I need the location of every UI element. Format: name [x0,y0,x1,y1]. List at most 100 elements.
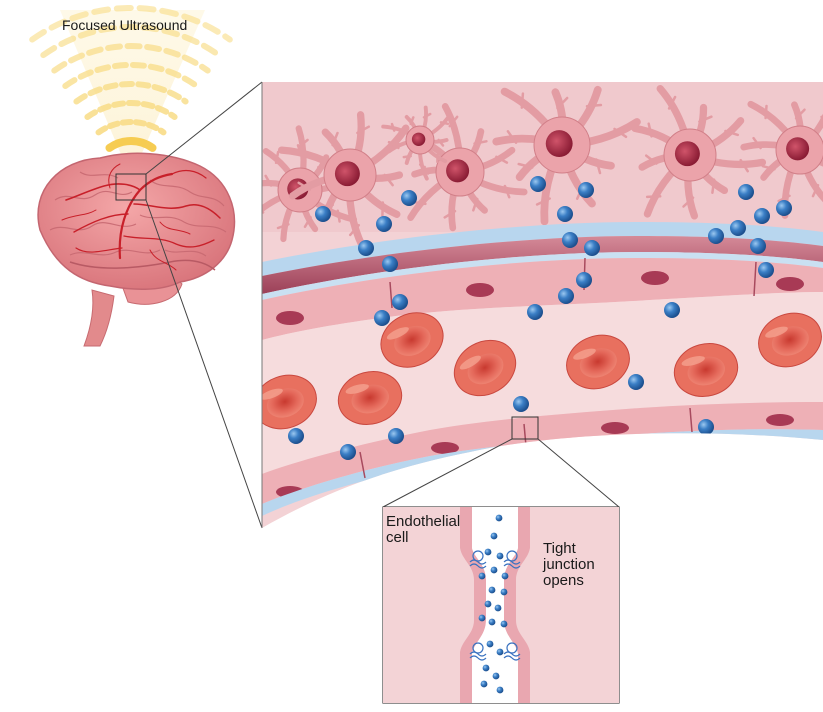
microbubble-icon [646,442,662,458]
microbubble-icon [376,216,392,232]
endothelial-nucleus [466,283,494,297]
microbubble-icon [496,686,504,694]
astrocyte-icon [492,85,641,226]
microbubble-icon [628,374,644,390]
red-blood-cell-icon [380,312,444,368]
microbubble-icon [536,466,552,482]
microbubble-icon [401,190,417,206]
red-blood-cell-icon [758,312,822,368]
microbubble-icon [486,640,494,648]
microbubble-icon [500,588,508,596]
microbubble-icon [664,302,680,318]
microbubble-icon [698,419,714,435]
astrocyte-icon [740,99,823,219]
microbubble-icon [697,458,713,474]
endothelial-nucleus [641,271,669,285]
junction-focus-box [511,416,539,440]
ultrasound-wave [84,100,178,120]
microbubble-icon [562,232,578,248]
microbubble-icon [374,310,390,326]
microbubble-icon [480,680,488,688]
microbubble-icon [494,604,502,612]
microbubble-icon [530,176,546,192]
tight-junction-protein-icon [469,642,487,661]
microbubble-icon [584,240,600,256]
microbubble-icon [358,240,374,256]
tight-junction-inset [382,506,620,704]
red-blood-cell-icon [337,371,403,425]
microbubble-icon [501,572,509,580]
microbubble-icon [708,228,724,244]
microbubble-icon [478,614,486,622]
tight-junction-protein-icon [503,550,521,569]
tight-junction-protein-icon [503,642,521,661]
microbubble-icon [776,200,792,216]
microbubble-icon [490,532,498,540]
focused-ultrasound-label: Focused Ultrasound [62,17,188,33]
brain-icon [37,152,236,347]
ultrasound-wave [73,81,189,105]
microbubble-icon [557,206,573,222]
microbubble-icon [750,238,766,254]
red-blood-cell-icon [566,334,630,390]
ultrasound-wave [95,119,167,136]
microbubble-icon [355,498,371,514]
microbubble-icon [382,256,398,272]
endothelial-nucleus [431,442,459,454]
microbubble-icon [754,208,770,224]
microbubble-icon [758,262,774,278]
red-blood-cell-icon [453,339,517,397]
microbubble-icon [492,672,500,680]
ultrasound-wave [62,61,200,89]
microbubble-icon [527,304,543,320]
red-blood-cell-icon [262,374,317,430]
microbubble-icon [578,182,594,198]
astrocyte-icon [277,111,410,251]
microbubble-icon [315,206,331,222]
inset-zoom-lines [382,438,620,508]
microbubble-icon [730,220,746,236]
microbubble-icon [500,620,508,628]
microbubble-icon [495,514,503,522]
microbubble-icon [488,586,496,594]
microbubble-icon [288,428,304,444]
microbubble-icon [738,184,754,200]
microbubble-icon [717,440,733,456]
endothelial-nucleus [601,422,629,434]
blood-brain-barrier-panel [262,82,823,528]
endothelial-nucleus [276,311,304,325]
microbubble-icon [392,294,408,310]
microbubble-icon [513,396,529,412]
ultrasound-wave [105,137,157,152]
endothelial-nucleus [766,414,794,426]
microbubble-icon [388,428,404,444]
microbubble-icon [558,288,574,304]
microbubble-icon [484,600,492,608]
tight-junction-protein-icon [469,550,487,569]
microbubble-icon [675,435,691,451]
ultrasound-wave [29,4,233,43]
microbubble-icon [515,448,531,464]
microbubble-icon [492,456,508,472]
ultrasound-wave [51,43,211,74]
zoom-lines [145,81,263,529]
microbubble-icon [478,572,486,580]
microbubble-icon [371,480,387,496]
astrocyte-icon [381,105,452,181]
astrocyte-icon [631,84,767,220]
microbubble-icon [484,548,492,556]
microbubble-icon [496,648,504,656]
microbubble-icon [490,566,498,574]
microbubble-icon [488,618,496,626]
microbubble-icon [482,664,490,672]
endothelial-cell-label: Endothelial cell [386,513,461,546]
tight-junction-label: Tight junction opens [543,540,595,589]
endothelial-nucleus [776,277,804,291]
astrocyte-icon [407,103,528,232]
microbubble-icon [340,444,356,460]
ultrasound-beam-icon [29,4,233,178]
red-blood-cell-icon [673,343,739,397]
ultrasound-wave [40,24,222,59]
